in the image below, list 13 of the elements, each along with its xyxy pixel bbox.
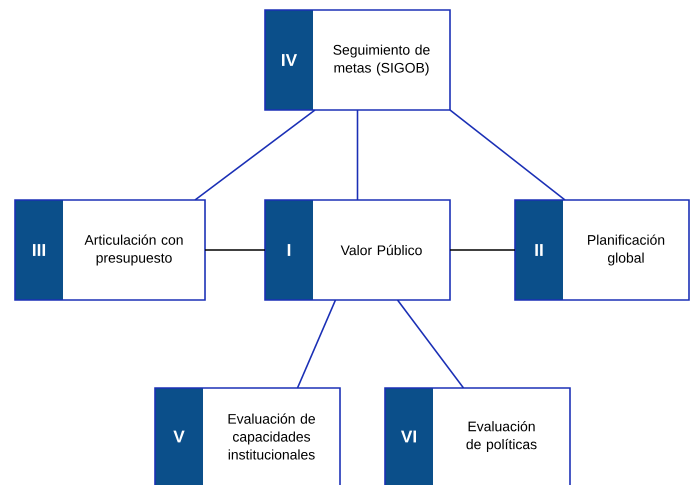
connector-line <box>194 109 316 201</box>
connector-line <box>396 300 464 388</box>
connector-line <box>450 249 515 251</box>
connector-line <box>296 300 336 388</box>
numbered-box: V Evaluación de capacidades institucionales <box>154 387 341 485</box>
connector-line <box>205 249 265 251</box>
numbered-box: VI Evaluación de políticas <box>384 387 571 485</box>
connector-line <box>356 110 358 200</box>
numbered-box: II Planificación global <box>514 199 690 301</box>
numbered-box: III Articulación con presupuesto <box>14 199 206 301</box>
numbered-box: I Valor Público <box>264 199 451 301</box>
connector-line <box>450 109 566 201</box>
numbered-box: IV Seguimiento de metas (SIGOB) <box>264 9 451 111</box>
